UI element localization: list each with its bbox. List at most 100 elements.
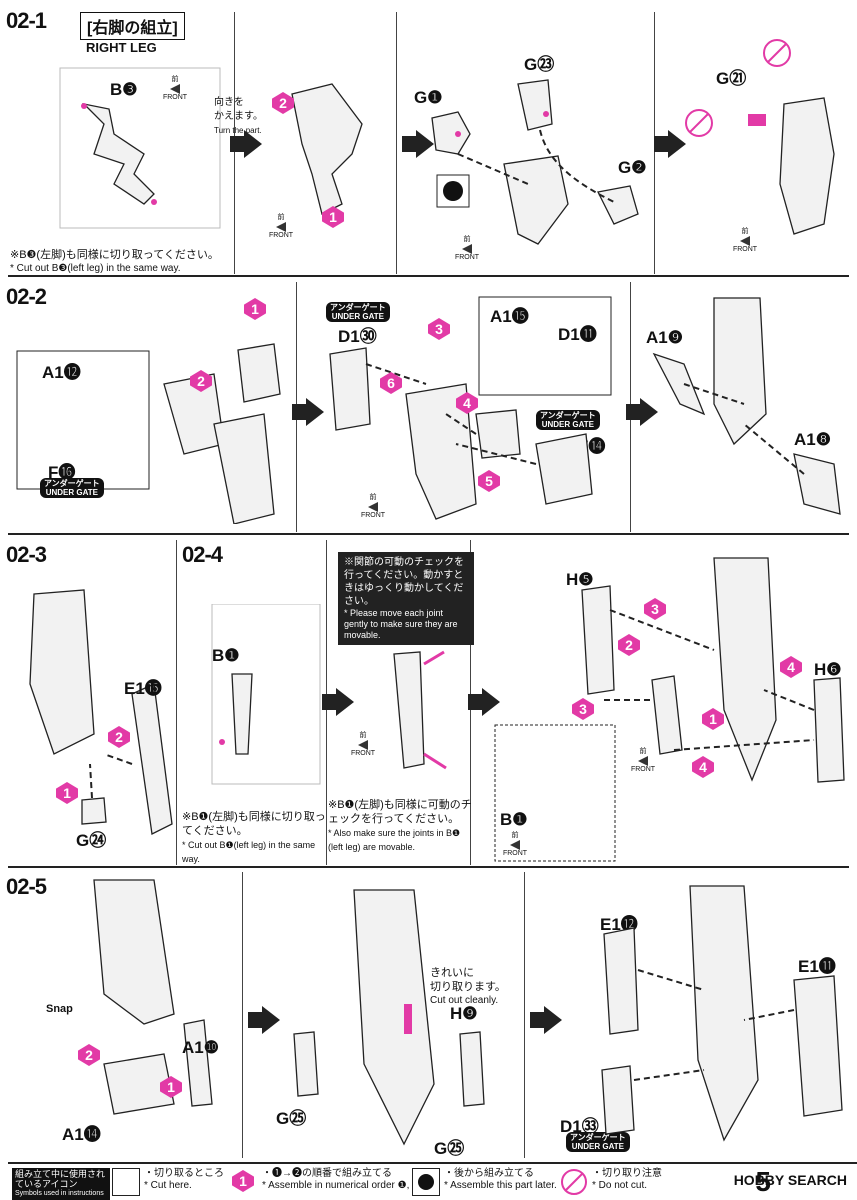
section-title-en: RIGHT LEG xyxy=(86,40,157,55)
part-label-a1-9: A1❾ xyxy=(646,328,683,347)
later-icon xyxy=(436,174,470,208)
step-badge-6: 6 xyxy=(380,372,402,394)
leg-snap-illustration xyxy=(93,879,213,1115)
part-label-d1-33: D1㉝ xyxy=(560,1117,599,1136)
part-label-h5: H❺ xyxy=(566,570,594,589)
hobby-search-logo: HOBBY SEARCH xyxy=(733,1172,847,1188)
part-label-g25: G㉕ xyxy=(276,1109,307,1128)
divider-2 xyxy=(8,533,849,535)
part-label-a1-15: A1⓯ xyxy=(490,307,529,326)
step-badge-4: 4 xyxy=(692,756,714,778)
step-badge-1: 1 xyxy=(322,206,344,228)
page-number: 5 xyxy=(755,1166,771,1197)
part-label-g23: G㉓ xyxy=(524,55,555,74)
part-label-g2: G❷ xyxy=(618,158,647,177)
step-arrow xyxy=(292,398,324,426)
step-badge-2: 2 xyxy=(618,634,640,656)
sub-inset-frame xyxy=(478,296,612,396)
do-not-cut-icon xyxy=(561,1169,587,1195)
part-label-g21: G㉑ xyxy=(716,69,747,88)
step-arrow xyxy=(230,130,262,158)
step-badge-2: 2 xyxy=(190,370,212,392)
part-label-a1-10: A1❿ xyxy=(182,1038,219,1057)
section-id-02-3: 02-3 xyxy=(6,542,47,567)
order-icon: 1 xyxy=(232,1170,254,1192)
step-badge-2: 2 xyxy=(108,726,130,748)
part-label-h6: H❻ xyxy=(814,660,842,679)
section-id-02-5: 02-5 xyxy=(6,874,47,899)
step-badge-3: 3 xyxy=(572,698,594,720)
legend-cut: ・切り取るところ* Cut here. xyxy=(144,1168,224,1191)
step-badge-1: 1 xyxy=(702,708,724,730)
sec4-note2: ※B❶(左脚)も同様に可動のチェックを行ってください。 * Also make … xyxy=(328,799,472,852)
part-label-g25b: G㉕ xyxy=(434,1139,465,1158)
step-arrow xyxy=(468,688,500,716)
section-id-02-4: 02-4 xyxy=(182,542,223,567)
part-label-b1-detail: B❶ xyxy=(500,810,528,829)
g-parts-illustration xyxy=(431,79,639,245)
step-arrow xyxy=(248,1006,280,1034)
section-id-02-1: 02-1 xyxy=(6,8,47,33)
step-badge-4: 4 xyxy=(456,392,478,414)
part-label-h9: H❾ xyxy=(450,1004,478,1023)
divider-3 xyxy=(8,866,849,868)
step-badge-1: 1 xyxy=(244,298,266,320)
part-label-e1-15: E1⓯ xyxy=(124,679,162,698)
part-label-b3: B❸ xyxy=(110,80,138,99)
step-arrow xyxy=(402,130,434,158)
step-badge-4: 4 xyxy=(780,656,802,678)
runner-b1-illustration xyxy=(211,604,321,785)
legend-order: ・❶→❷の順番で組み立てる* Assemble in numerical ord… xyxy=(262,1168,424,1191)
part-label-g24: G㉔ xyxy=(76,831,107,850)
sec1-note: ※B❸(左脚)も同様に切り取ってください。 * Cut out B❸(left … xyxy=(10,249,219,274)
part-label-a1-12: A1⓬ xyxy=(42,363,81,382)
part-label-d1-30: D1㉚ xyxy=(338,327,377,346)
part-label-b1: B❶ xyxy=(212,646,240,665)
joint-move-illustration xyxy=(393,650,447,770)
step-arrow xyxy=(654,130,686,158)
leg-h9-illustration xyxy=(293,889,485,1146)
section-id-02-2: 02-2 xyxy=(6,284,47,309)
b1-detail-inset-frame xyxy=(494,724,616,862)
part-label-g1: G❶ xyxy=(414,88,443,107)
leg-e1-d1-illustration xyxy=(601,885,843,1142)
divider-1 xyxy=(8,275,849,277)
legend-nocut: ・切り取り注意* Do not cut. xyxy=(592,1168,662,1191)
joint-check-warning: ※関節の可動のチェックを行ってください。動かすときはゆっくり動かしてください。 … xyxy=(338,552,474,645)
step-arrow xyxy=(322,688,354,716)
part-label-a1-8: A1❽ xyxy=(794,430,831,449)
leg-with-e1-illustration xyxy=(29,589,173,835)
step-badge-2: 2 xyxy=(78,1044,100,1066)
assemble-later-icon xyxy=(412,1168,440,1196)
step-badge-3: 3 xyxy=(644,598,666,620)
h-parts-assembly-illustration xyxy=(581,557,845,783)
step-arrow xyxy=(530,1006,562,1034)
no-cut-icon xyxy=(763,39,791,67)
step-arrow xyxy=(626,398,658,426)
d1-assembly-illustration xyxy=(329,347,593,520)
legend-later: ・後から組み立てる* Assemble this part later. xyxy=(444,1168,557,1191)
step-badge-1: 1 xyxy=(56,782,78,804)
part-label-d1-11: D1⓫ xyxy=(558,325,597,344)
sec4-note1: ※B❶(左脚)も同様に切り取ってください。 * Cut out B❶(left … xyxy=(182,811,326,864)
cut-here-icon xyxy=(112,1168,140,1196)
cut-cleanly-note: きれいに 切り取ります。 Cut out cleanly. xyxy=(430,967,506,1006)
a1-leg-assembly-illustration xyxy=(652,297,841,515)
a1-12-assembly-illustration xyxy=(163,343,281,524)
part-label-e1-11: E1⓫ xyxy=(798,957,836,976)
no-cut-icon xyxy=(685,109,713,137)
step-badge-3: 3 xyxy=(428,318,450,340)
part-label-f16: F⓰ xyxy=(48,463,76,482)
